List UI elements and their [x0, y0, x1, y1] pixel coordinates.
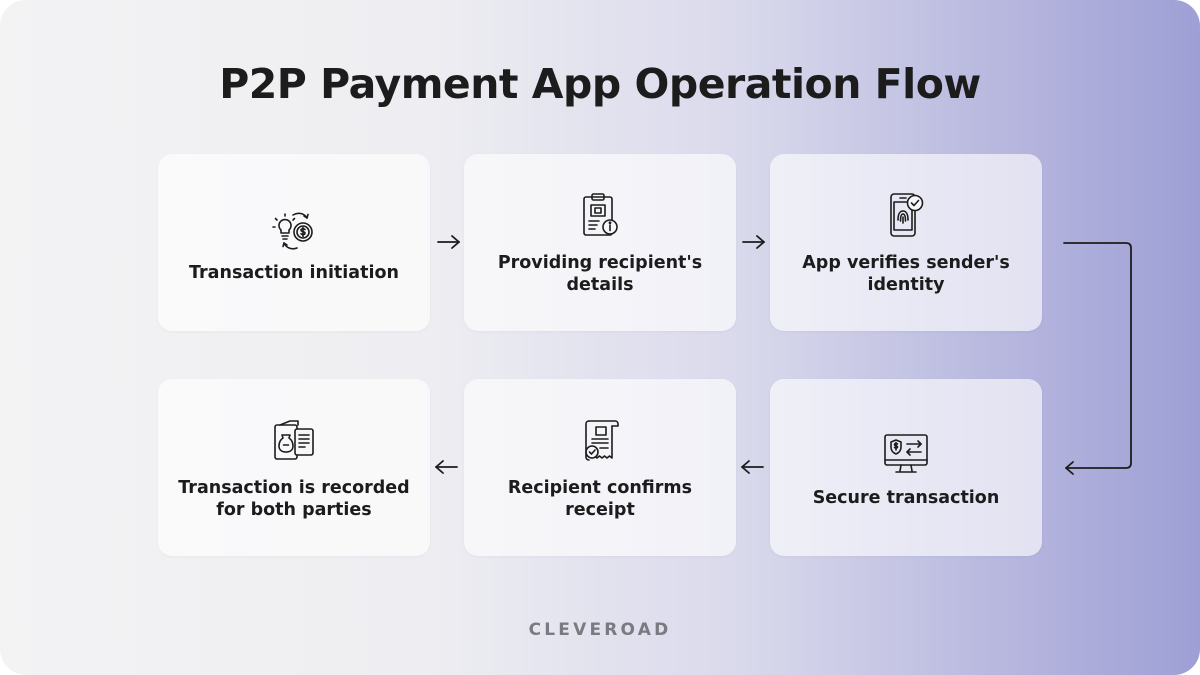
wallet-document-icon — [269, 415, 319, 465]
step-card-transaction-initiation: Transaction initiation — [158, 154, 430, 331]
step-card-verify-identity: App verifies sender's identity — [770, 154, 1042, 331]
clipboard-info-icon — [575, 190, 625, 240]
step-card-transaction-recorded: Transaction is recorded for both parties — [158, 379, 430, 556]
step-card-recipient-details: Providing recipient's details — [464, 154, 736, 331]
step-label: Secure transaction — [812, 488, 1000, 508]
monitor-transfer-icon — [881, 429, 931, 479]
receipt-check-icon — [575, 415, 625, 465]
phone-fingerprint-check-icon — [881, 190, 931, 240]
diagram-title: P2P Payment App Operation Flow — [219, 60, 981, 108]
connector-arrow-icon — [1063, 242, 1132, 475]
arrow-left-icon — [432, 458, 460, 476]
arrow-right-icon — [435, 233, 463, 251]
arrow-left-icon — [738, 458, 766, 476]
step-label: Recipient confirms receipt — [507, 478, 693, 520]
step-label: App verifies sender's identity — [802, 253, 1010, 295]
step-card-recipient-confirms: Recipient confirms receipt — [464, 379, 736, 556]
step-label: Transaction initiation — [189, 263, 399, 283]
step-label: Providing recipient's details — [497, 253, 703, 295]
idea-money-cycle-icon — [269, 206, 319, 256]
step-label: Transaction is recorded for both parties — [178, 478, 410, 520]
arrow-right-icon — [740, 233, 768, 251]
brand-logo: CLEVEROAD — [528, 620, 672, 640]
step-card-secure-transaction: Secure transaction — [770, 379, 1042, 556]
